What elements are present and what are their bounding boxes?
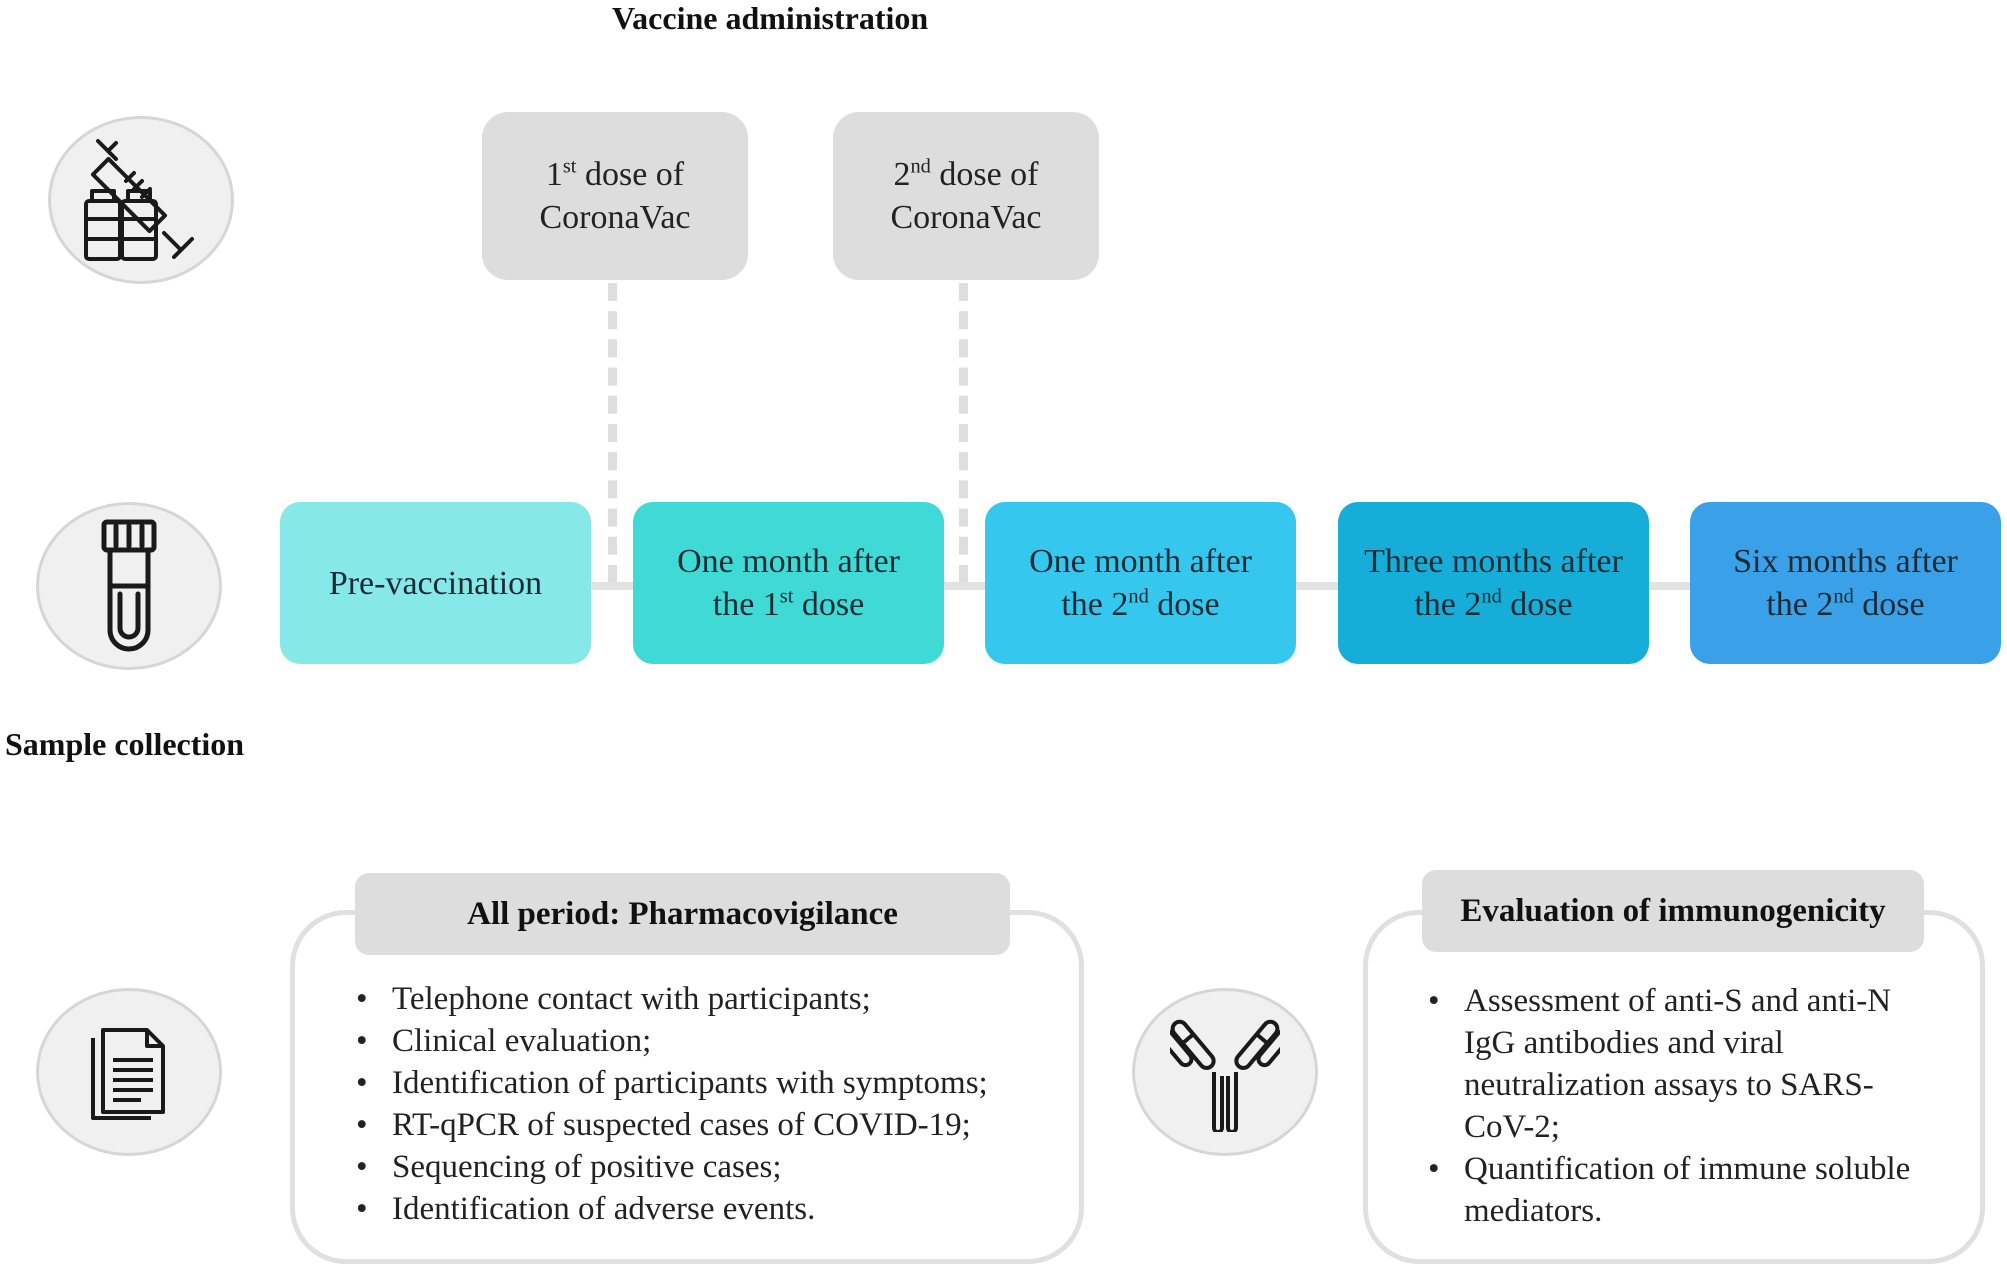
list-item: RT-qPCR of suspected cases of COVID-19; [352,1104,1072,1146]
immunogenicity-list: Assessment of anti-S and anti-N IgG anti… [1424,980,1984,1232]
timeline-connector [1296,582,1340,590]
phase-six-months-after-second-dose: Six months after the 2nd dose [1690,502,2001,664]
phase-one-month-after-second-dose: One month after the 2nd dose [985,502,1296,664]
test-tube-icon [36,502,222,670]
dose1-connector [608,283,617,583]
second-dose-box: 2nd dose of CoronaVac [833,112,1099,280]
immunogenicity-title: Evaluation of immunogenicity [1422,870,1924,952]
phase-pre-vaccination: Pre-vaccination [280,502,591,664]
timeline-connector [590,582,635,590]
list-item: Assessment of anti-S and anti-N IgG anti… [1424,980,1984,1148]
first-dose-box: 1st dose of CoronaVac [482,112,748,280]
list-item: Sequencing of positive cases; [352,1146,1072,1188]
sample-collection-heading: Sample collection [5,726,245,762]
list-item: Clinical evaluation; [352,1020,1072,1062]
vaccine-administration-heading: Vaccine administration [612,0,929,36]
phase-three-months-after-second-dose: Three months after the 2nd dose [1338,502,1649,664]
document-icon [36,988,222,1156]
list-item: Identification of participants with symp… [352,1062,1072,1104]
pharmacovigilance-list: Telephone contact with participants; Cli… [352,978,1072,1230]
timeline-connector [1648,582,1692,590]
list-item: Quantification of immune soluble mediato… [1424,1148,1984,1232]
antibody-icon [1132,988,1318,1156]
pharmacovigilance-title: All period: Pharmacovigilance [355,873,1010,955]
list-item: Telephone contact with participants; [352,978,1072,1020]
timeline-connector [943,582,988,590]
dose2-connector [959,283,968,583]
syringe-vials-icon [48,116,234,284]
phase-one-month-after-first-dose: One month after the 1st dose [633,502,944,664]
list-item: Identification of adverse events. [352,1188,1072,1230]
